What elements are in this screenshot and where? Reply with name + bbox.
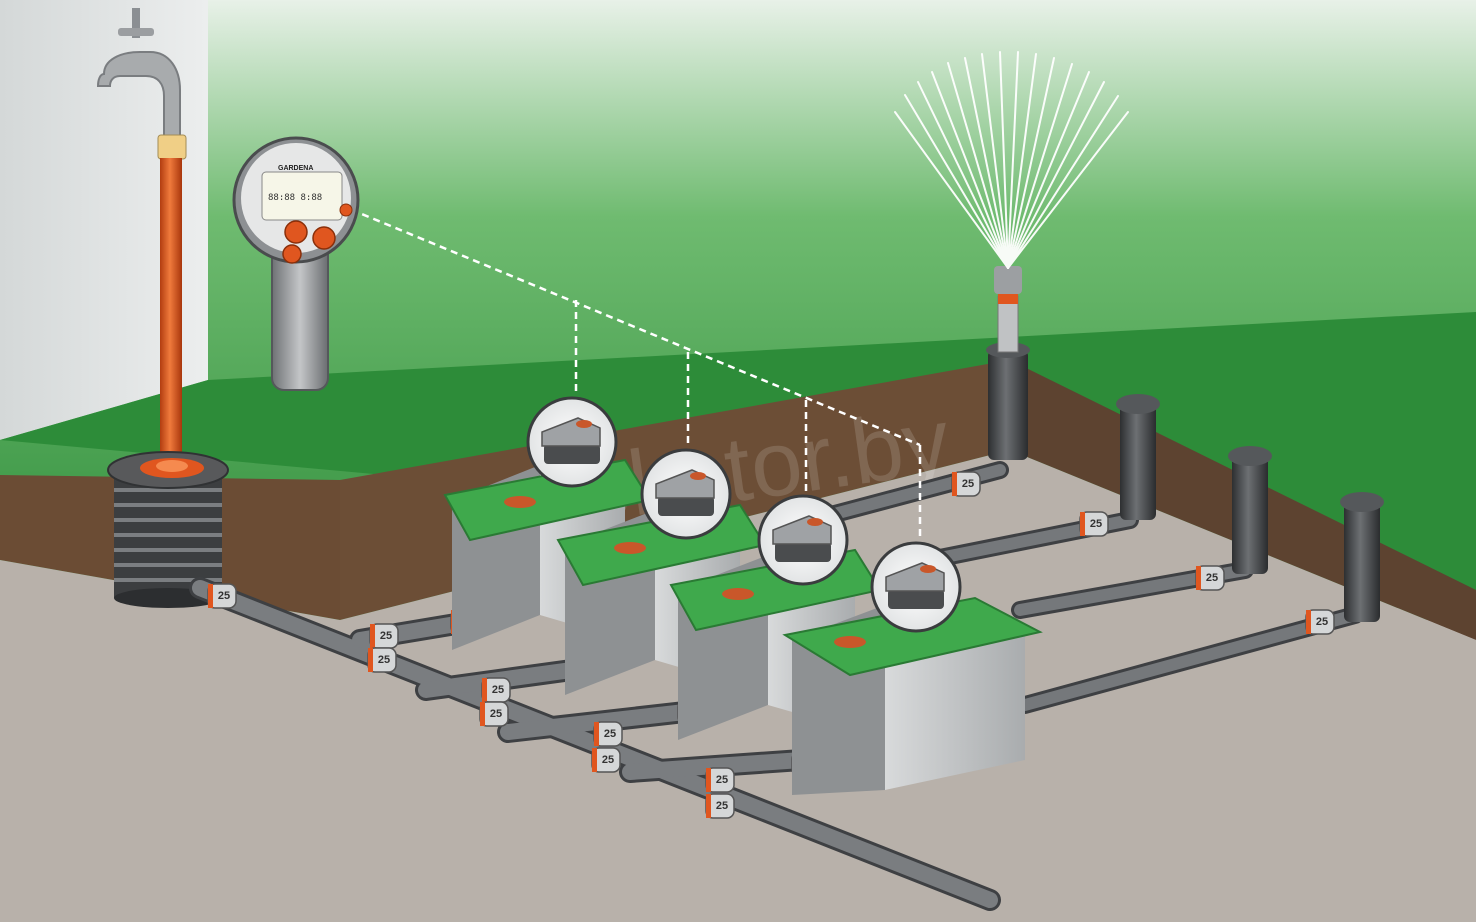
pipe-fitting: 25 (1305, 609, 1335, 635)
svg-text:25: 25 (604, 728, 616, 740)
popup-sprinkler-icon (986, 266, 1030, 460)
pipe-fitting: 25 (591, 747, 621, 773)
timer-display: 88:88 8:88 (268, 193, 322, 203)
timer-control-unit-icon: GARDENA 88:88 8:88 (232, 136, 360, 391)
solenoid-valve-icon (526, 396, 618, 488)
pipe-fitting: 25 (951, 471, 981, 497)
pipe-fitting: 25 (481, 677, 511, 703)
house-wall (0, 0, 208, 440)
solenoid-valve-icon (870, 541, 962, 633)
pipe-fitting: 25 (593, 721, 623, 747)
pipe-fitting: 25 (479, 701, 509, 727)
pipe-fitting: 25 (367, 647, 397, 673)
popup-sprinkler-icon (1340, 492, 1384, 622)
pipe-fitting: 25 (369, 623, 399, 649)
pipe-fitting: 25 (705, 793, 735, 819)
svg-text:25: 25 (492, 684, 504, 696)
timer-button[interactable] (312, 226, 336, 250)
svg-text:25: 25 (716, 774, 728, 786)
svg-text:25: 25 (602, 754, 614, 766)
pipe-fitting: 25 (1079, 511, 1109, 537)
svg-text:25: 25 (378, 654, 390, 666)
solenoid-valve-icon (640, 448, 732, 540)
popup-sprinkler-icon (1116, 394, 1160, 520)
water-tap-icon (96, 8, 187, 160)
popup-sprinkler-icon (1228, 446, 1272, 574)
svg-text:25: 25 (1206, 572, 1218, 584)
water-connection-box-icon (107, 451, 229, 608)
svg-text:25: 25 (1090, 518, 1102, 530)
valve-boxes (443, 458, 1043, 795)
garden-hose (160, 158, 182, 470)
water-spray-icon (894, 51, 1129, 269)
svg-text:25: 25 (380, 630, 392, 642)
svg-text:25: 25 (1316, 616, 1328, 628)
svg-text:25: 25 (218, 590, 230, 602)
timer-button[interactable] (282, 244, 302, 264)
svg-text:25: 25 (490, 708, 502, 720)
control-signal-lines (339, 203, 922, 540)
svg-text:25: 25 (716, 800, 728, 812)
pipe-fitting: 25 (705, 767, 735, 793)
svg-text:25: 25 (962, 478, 974, 490)
pipe-fitting: 25 (1195, 565, 1225, 591)
solenoid-valve-callouts (526, 396, 962, 633)
timer-button[interactable] (284, 220, 308, 244)
popup-sprinklers (986, 266, 1384, 622)
valve-box (782, 596, 1043, 795)
timer-brand: GARDENA (278, 165, 313, 172)
timer-button[interactable] (339, 203, 353, 217)
solenoid-valve-icon (757, 494, 849, 586)
pipe-fitting: 25 (207, 583, 237, 609)
